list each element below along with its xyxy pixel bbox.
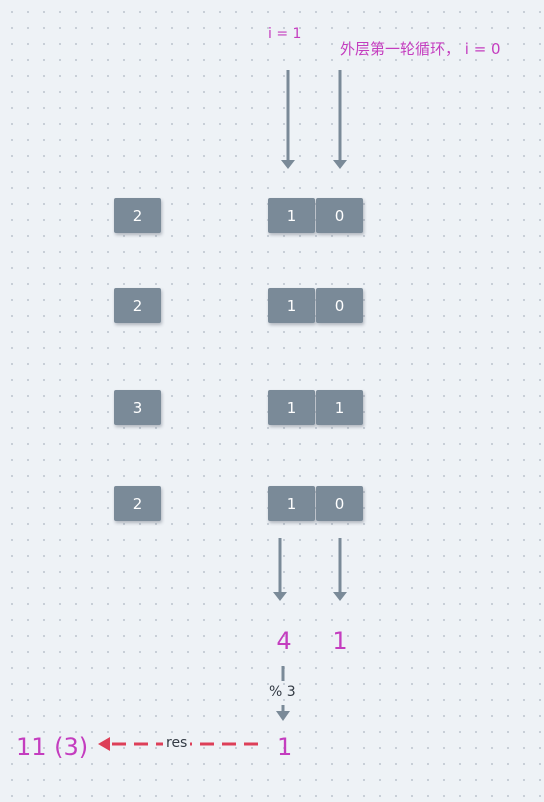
column-sum-i1: 4 [276, 627, 292, 655]
number-box: 2 [114, 198, 161, 233]
final-result: 11 (3) [16, 733, 89, 761]
arrow-down-icon [333, 70, 347, 169]
column-sum-i0: 1 [332, 627, 348, 655]
bit-box-i0: 0 [316, 288, 363, 323]
bit-box-i1: 1 [268, 390, 315, 425]
bit-box-i0: 1 [316, 390, 363, 425]
outer-loop-label: 外层第一轮循环， i = 0 [340, 40, 501, 58]
number-box: 2 [114, 486, 161, 521]
bit-box-i0: 0 [316, 486, 363, 521]
arrow-down-icon [281, 70, 295, 169]
bit-box-i1: 1 [268, 198, 315, 233]
bit-box-i1: 1 [268, 486, 315, 521]
arrow-down-icon [276, 705, 290, 721]
inner-index-label: i = 1 [268, 26, 302, 42]
res-arrow-label: res [163, 735, 191, 751]
arrow-down-icon [333, 538, 347, 601]
bit-box-i0: 0 [316, 198, 363, 233]
arrow-down-icon [273, 538, 287, 601]
modulo-result: 1 [277, 733, 293, 761]
number-box: 2 [114, 288, 161, 323]
modulo-label: % 3 [269, 684, 296, 700]
number-box: 3 [114, 390, 161, 425]
bit-box-i1: 1 [268, 288, 315, 323]
